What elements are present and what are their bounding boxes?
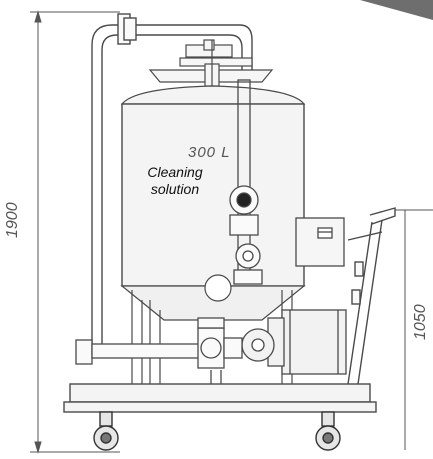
cart-base: [63, 383, 377, 413]
tank-body: [121, 103, 305, 287]
tank-capacity-label: 300 L: [188, 144, 231, 161]
height-dimension-line: [30, 10, 120, 454]
height-dimension-label: 1900: [4, 202, 21, 238]
tank-lid: [148, 39, 274, 96]
tank-dome: [120, 85, 306, 105]
central-supply-pipe: [229, 79, 263, 285]
bottom-pipework: [75, 317, 243, 402]
cart-frame: [347, 207, 396, 385]
tank-content-line1: Cleaning: [147, 164, 203, 180]
tank-content-line2: solution: [150, 181, 200, 197]
side-dimension-line: [395, 209, 433, 450]
castor-wheels: [93, 411, 341, 451]
side-dimension-label: 1050: [412, 304, 429, 340]
left-return-pipe: [91, 13, 253, 355]
level-sensor-ball: [204, 274, 232, 302]
tank-content-label: Cleaning solution: [135, 164, 215, 198]
control-box: [295, 217, 345, 267]
corner-tab: [360, 0, 433, 20]
